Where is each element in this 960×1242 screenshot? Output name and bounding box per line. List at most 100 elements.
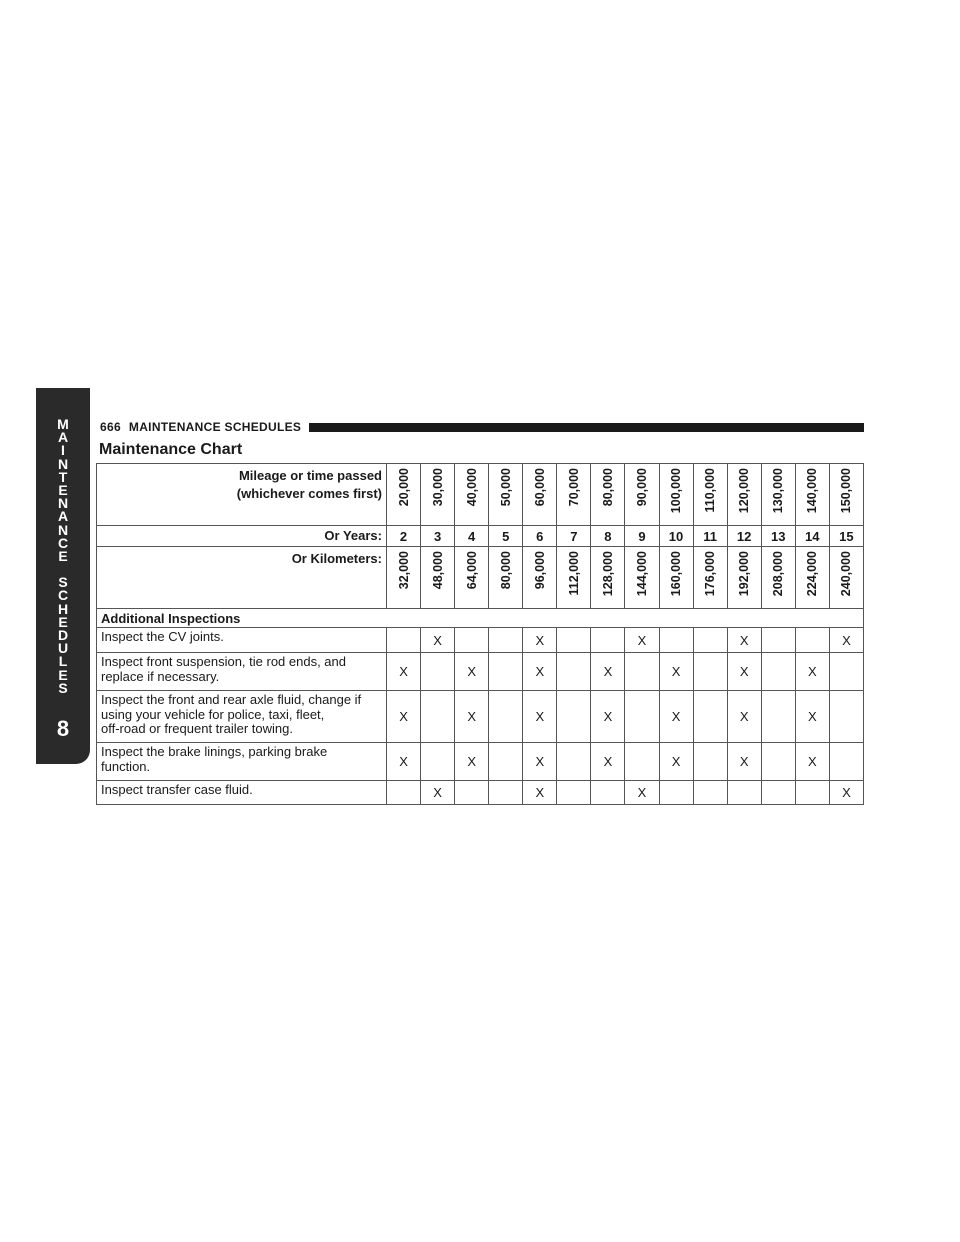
schedule-mark: X [385,652,422,691]
schedule-mark: X [726,690,762,743]
schedule-mark: X [420,780,456,805]
inspection-row: Inspect the brake linings, parking brake… [96,742,865,781]
side-tab-letter: H [57,600,69,617]
schedule-mark [692,742,728,781]
mileage-label-line2: (whichever comes first) [236,486,382,501]
schedule-mark: X [385,690,422,743]
years-value: 12 [726,525,762,547]
side-tab-letter: E [58,548,68,565]
inspection-label-line: Inspect the CV joints. [101,629,224,644]
schedule-mark [760,742,796,781]
mileage-cell: 110,000 [692,463,728,526]
mileage-value: 90,000 [634,468,649,507]
schedule-mark [556,780,592,805]
mileage-cell: 90,000 [624,463,660,526]
mileage-cell: 30,000 [420,463,456,526]
schedule-mark: X [590,742,626,781]
years-value: 6 [522,525,558,547]
kilometers-value: 240,000 [839,551,854,597]
kilometers-cell: 80,000 [488,546,524,609]
years-value: 13 [760,525,796,547]
chapter-number: 8 [56,716,70,741]
years-value: 2 [385,525,422,547]
schedule-mark: X [590,652,626,691]
side-tab-letter: E [58,666,68,683]
schedule-mark: X [658,690,694,743]
side-tab-letter: L [58,653,68,670]
schedule-mark: X [658,652,694,691]
mileage-value: 30,000 [430,468,445,507]
mileage-cell: 120,000 [726,463,762,526]
schedule-mark [658,780,694,805]
schedule-mark [488,780,524,805]
schedule-mark [692,780,728,805]
mileage-value: 60,000 [532,468,547,507]
schedule-mark [726,780,762,805]
mileage-value: 70,000 [566,468,581,507]
schedule-mark [420,690,456,743]
kilometers-value: 160,000 [669,551,684,597]
schedule-mark [828,652,865,691]
schedule-mark [385,780,422,805]
schedule-mark [488,627,524,653]
mileage-header-row: Mileage or time passed (whichever comes … [96,463,865,526]
side-tab-letter: A [57,508,69,525]
schedule-mark [488,690,524,743]
schedule-mark: X [726,652,762,691]
schedule-mark [420,652,456,691]
schedule-mark [488,742,524,781]
schedule-mark [760,652,796,691]
side-tab-letter: D [57,627,69,644]
schedule-mark: X [420,627,456,653]
inspection-label-line: Inspect front suspension, tie rod ends, … [101,654,346,669]
schedule-mark: X [828,627,865,653]
schedule-mark [692,627,728,653]
mileage-cell: 130,000 [760,463,796,526]
kilometers-value: 144,000 [634,551,649,597]
side-tab-letter: C [57,534,69,551]
kilometers-value: 128,000 [600,551,615,597]
section-heading: Additional Inspections [96,608,864,628]
schedule-mark: X [454,652,490,691]
header-rule [309,422,864,432]
schedule-mark: X [794,652,830,691]
mileage-value: 40,000 [464,468,479,507]
schedule-mark [590,780,626,805]
kilometers-value: 192,000 [737,551,752,597]
kilometers-cell: 128,000 [590,546,626,609]
mileage-value: 140,000 [805,468,820,514]
schedule-mark: X [522,627,558,653]
side-tab-letter: E [58,613,68,630]
years-value: 11 [692,525,728,547]
mileage-value: 100,000 [669,468,684,514]
mileage-cell: 140,000 [794,463,830,526]
kilometers-value: 48,000 [430,551,445,590]
kilometers-cell: 64,000 [454,546,490,609]
side-tab-letter: A [57,429,69,446]
side-tab-letter: N [57,455,69,472]
mileage-cell: 70,000 [556,463,592,526]
schedule-mark [692,652,728,691]
kilometers-cell: 144,000 [624,546,660,609]
inspection-row: Inspect the front and rear axle fluid, c… [96,690,865,743]
schedule-mark: X [726,627,762,653]
schedule-mark: X [794,742,830,781]
inspection-label-line: Inspect transfer case fluid. [101,782,253,797]
schedule-mark [590,627,626,653]
years-value: 5 [488,525,524,547]
kilometers-value: 64,000 [464,551,479,590]
schedule-mark: X [522,652,558,691]
mileage-value: 50,000 [498,468,513,507]
schedule-mark [488,652,524,691]
page-number: 666 [100,420,121,434]
schedule-mark: X [590,690,626,743]
page-header: 666 MAINTENANCE SCHEDULES [100,420,864,434]
schedule-mark [420,742,456,781]
mileage-label-line1: Mileage or time passed [238,468,382,483]
schedule-mark: X [454,742,490,781]
mileage-value: 110,000 [703,468,718,513]
